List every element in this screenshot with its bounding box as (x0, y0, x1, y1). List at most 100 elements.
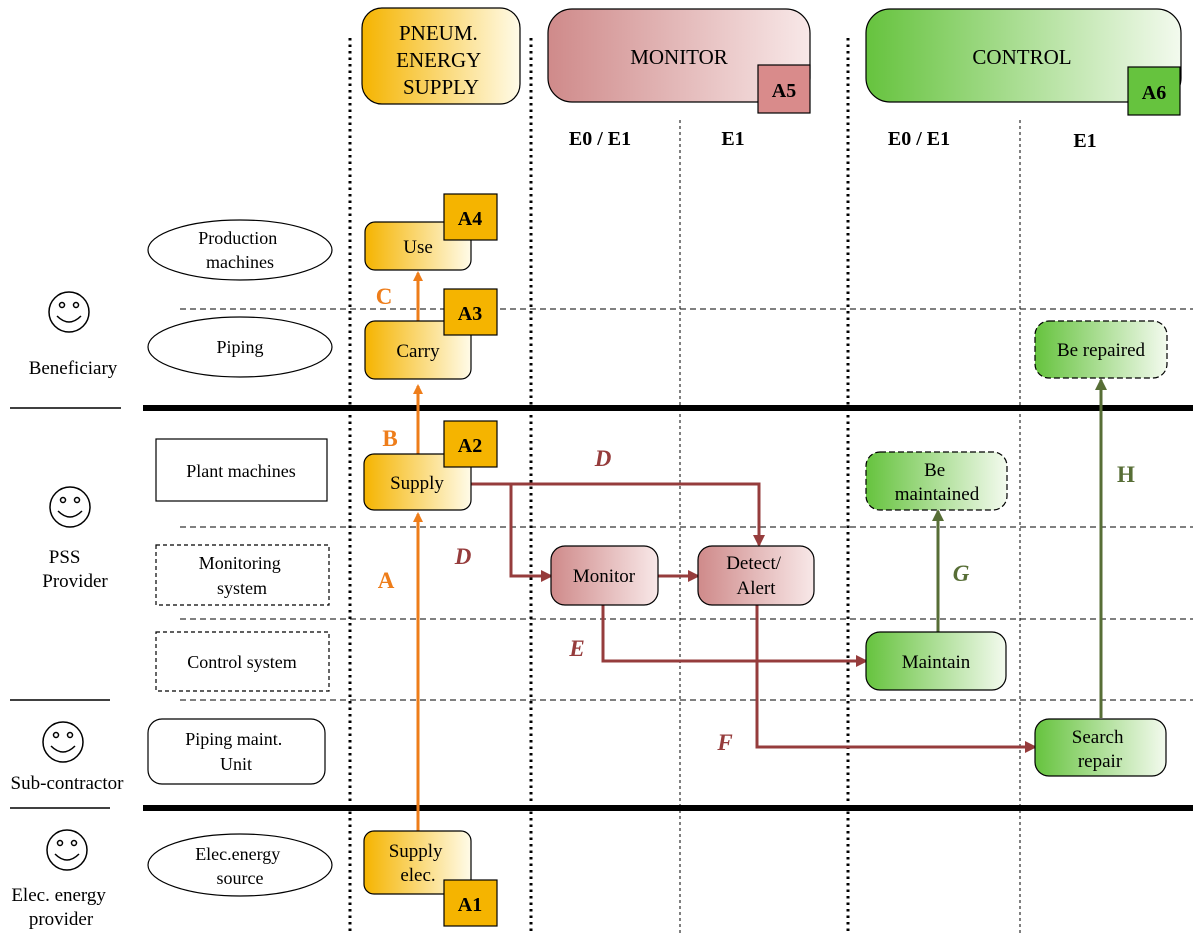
svg-text:Beneficiary: Beneficiary (29, 358, 118, 379)
header-pneum-line: ENERGY (396, 48, 481, 72)
svg-text:Monitoring system: Monitoring system (199, 553, 286, 598)
resource-ellipse (147, 316, 333, 378)
resource-ellipse (147, 833, 333, 897)
actor-sub-contractor: Sub-contractor (11, 721, 125, 794)
resource-label: Piping (216, 337, 263, 357)
flow-label-g: G (953, 561, 970, 586)
actor-label: Provider (42, 571, 108, 592)
activity-box (363, 830, 472, 895)
resource-elec-energy-source: Elec.energy source (147, 833, 333, 897)
activity-box (550, 545, 659, 606)
activity-supply: Supply A2 (363, 420, 498, 511)
flow-arrow-e (601, 604, 868, 667)
header-control-box (865, 8, 1182, 103)
column-label-control-e0e1: E0 / E1 (888, 128, 950, 150)
flow-arrow-d-to-monitor (509, 484, 553, 582)
flow-arrow-d-to-detect (470, 482, 765, 547)
activity-label: Supply (389, 841, 443, 862)
tag-a3: A3 (458, 303, 482, 325)
svg-text:PNEUM. ENERGY SUPP: PNEUM. ENERGY SUPPLY (396, 21, 486, 99)
flow-label-f: F (716, 730, 732, 755)
svg-text:Piping: Piping (216, 337, 263, 357)
header-control-label: CONTROL (972, 45, 1071, 69)
flow-label-b: B (382, 426, 397, 451)
tag-a5-box (757, 64, 811, 114)
activity-box (1034, 320, 1168, 379)
activity-label: Alert (736, 578, 776, 599)
actor-label: Elec. energy (11, 885, 106, 906)
activity-supply-elec: Supply elec. A1 (363, 830, 498, 927)
svg-text:Use: Use (403, 237, 433, 258)
activity-label: Use (403, 237, 433, 258)
resource-label: source (217, 868, 264, 888)
activity-detect-alert: Detect/ Alert (697, 545, 815, 606)
tag-a4-box (443, 193, 498, 241)
resource-ellipse (147, 219, 333, 281)
header-control: CONTROL A6 (865, 8, 1182, 116)
flow-letters: A B C D D E F G H (376, 284, 1135, 755)
header-pneum: PNEUM. ENERGY SUPPLY (361, 7, 521, 105)
svg-text:Supply: Supply (390, 473, 444, 494)
resource-piping-maint-unit: Piping maint. Unit (147, 718, 326, 785)
tag-a4: A4 (458, 208, 482, 230)
tag-a2: A2 (458, 435, 482, 457)
tag-a2-box (443, 420, 498, 468)
smiley-icon (48, 291, 90, 333)
activity-box (865, 451, 1008, 511)
svg-text:Elec.energy source: Elec.energy source (195, 844, 285, 888)
activity-use: Use A4 (364, 193, 498, 271)
svg-text:Elec. energy provider: Elec. energy provider (11, 885, 110, 930)
resource-label: Plant machines (186, 461, 295, 481)
activity-box (697, 545, 815, 606)
header-monitor: MONITOR A5 (547, 8, 811, 114)
resource-piping: Piping (147, 316, 333, 378)
lane-dividers (180, 308, 1193, 701)
resource-label: Piping maint. (185, 729, 282, 749)
flows-red (470, 482, 1037, 753)
actor-beneficiary: Beneficiary (29, 291, 118, 379)
resource-label: system (217, 578, 267, 598)
actor-pss-provider: PSS Provider (42, 486, 108, 592)
actor-label: Sub-contractor (11, 773, 125, 794)
resource-plant-machines: Plant machines (155, 438, 328, 502)
flow-label-d-top: D (594, 446, 612, 471)
column-labels: E0 / E1 E1 E0 / E1 E1 (569, 128, 1097, 152)
svg-text:Be maintained: Be maintained (895, 460, 980, 505)
activity-label: Maintain (902, 652, 971, 673)
resource-label: Production (198, 228, 277, 248)
header-monitor-box (547, 8, 811, 103)
activity-monitor: Monitor (550, 545, 659, 606)
activity-label: Monitor (573, 566, 636, 587)
svg-text:PSS Provider: PSS Provider (42, 547, 108, 592)
tag-a6-box (1127, 66, 1181, 116)
flow-label-h: H (1117, 462, 1135, 487)
activity-label: Be repaired (1057, 340, 1146, 361)
resource-label: Monitoring (199, 553, 281, 573)
svg-text:Plant machines: Plant machines (186, 461, 295, 481)
smiley-icon (46, 829, 88, 871)
header-pneum-line: SUPPLY (403, 75, 479, 99)
resource-monitoring-system: Monitoring system (155, 544, 330, 606)
tag-a1-box (443, 879, 498, 927)
flow-label-c: C (376, 284, 393, 309)
activity-label: Carry (396, 341, 440, 362)
tag-a1: A1 (458, 894, 482, 916)
activity-carry: Carry A3 (364, 288, 498, 380)
actor-elec-energy-provider: Elec. energy provider (11, 829, 110, 930)
svg-text:Carry: Carry (396, 341, 440, 362)
activity-search-repair: Search repair (1034, 718, 1167, 777)
smiley-icon (49, 486, 91, 528)
resource-label: Elec.energy (195, 844, 280, 864)
resource-production-machines: Production machines (147, 219, 333, 281)
resource-box (147, 718, 326, 785)
column-label-control-e1: E1 (1073, 130, 1096, 152)
flow-label-a: A (378, 568, 395, 593)
activity-label: Be (924, 460, 945, 481)
actor-separators (143, 405, 1193, 811)
activity-label: Search (1072, 727, 1124, 748)
activity-maintain: Maintain (865, 631, 1007, 691)
actor-rules (10, 407, 121, 809)
resource-box (155, 438, 328, 502)
svg-text:Production machines: Production machines (198, 228, 282, 272)
